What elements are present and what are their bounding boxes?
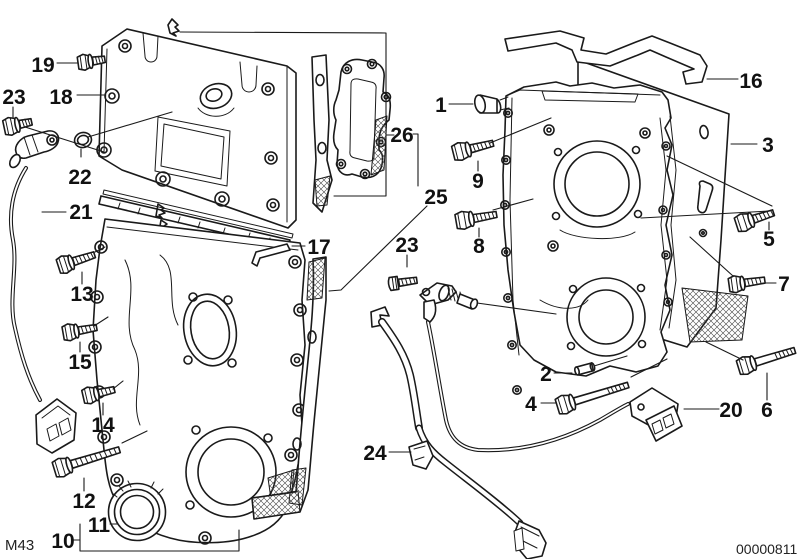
callout-6[interactable]: 6 [761,399,773,422]
bolt-9 [450,139,495,162]
callout-11[interactable]: 11 [88,514,111,537]
bolt-19 [76,53,107,72]
callout-5[interactable]: 5 [763,228,775,251]
gasket-clip-icon [167,18,180,37]
bolt-23-left [1,116,34,137]
callout-20[interactable]: 20 [719,399,742,422]
cable-guide-24 [370,306,547,559]
gasket-clip-icon [155,203,166,219]
guide-clamp [408,440,434,470]
bolt-13 [55,251,97,274]
callout-9[interactable]: 9 [472,170,484,193]
lower-cover-grommets [88,240,307,545]
bolt-23-center [387,275,419,292]
callout-2[interactable]: 2 [540,363,552,386]
callout-layer: 1 2 3 4 5 6 7 8 9 10 11 12 13 14 15 16 1… [2,54,790,553]
o-ring-22 [73,131,93,149]
bolt-14 [80,385,116,405]
bolt-4 [554,381,630,415]
camshaft-sensor-assembly [8,130,77,454]
crankshaft-sensor-assembly [419,282,683,453]
callout-25[interactable]: 25 [424,186,448,209]
callout-16[interactable]: 16 [739,70,762,93]
block-mounting-boss [473,94,510,114]
bolt-12 [51,446,122,478]
callout-21[interactable]: 21 [69,201,93,224]
image-number: 00000811 [736,541,797,557]
block-flange-holes [499,108,522,395]
callout-1[interactable]: 1 [435,94,447,117]
shaft-seal [107,480,167,542]
callout-18[interactable]: 18 [49,86,73,109]
gasket-set-26 [311,54,392,213]
callout-3[interactable]: 3 [762,134,774,157]
bolt-7 [727,275,766,294]
lower-timing-case-cover [88,218,307,545]
callout-15[interactable]: 15 [68,351,92,374]
guide-hook [370,306,390,328]
callout-12[interactable]: 12 [72,490,95,513]
bolt-5 [733,209,776,233]
callout-4[interactable]: 4 [525,393,537,416]
engine-block [499,81,749,395]
callout-19[interactable]: 19 [31,54,54,77]
callout-8[interactable]: 8 [473,235,485,258]
gasket-strip-17 [251,243,291,267]
callout-23-center[interactable]: 23 [395,234,418,257]
callout-14[interactable]: 14 [91,414,115,437]
lower-cover-side-gasket [251,256,327,520]
bolt-15 [61,323,98,342]
callout-26[interactable]: 26 [390,124,413,147]
callout-13[interactable]: 13 [70,283,93,306]
bolt-8 [454,210,498,231]
callout-7[interactable]: 7 [778,273,790,296]
upper-timing-case-cover [96,18,297,229]
strip-gasket-16 [504,30,708,85]
callout-22[interactable]: 22 [68,166,91,189]
diagram-code: M43 [5,537,34,554]
bolt-6 [735,346,797,376]
callout-24[interactable]: 24 [363,442,387,465]
callout-10[interactable]: 10 [51,530,74,553]
oil-pan-flange-hatch [681,287,749,343]
callout-23-left[interactable]: 23 [2,86,25,109]
leader-lines [12,31,777,552]
cover-grommets [96,39,280,212]
callout-17[interactable]: 17 [307,236,330,259]
